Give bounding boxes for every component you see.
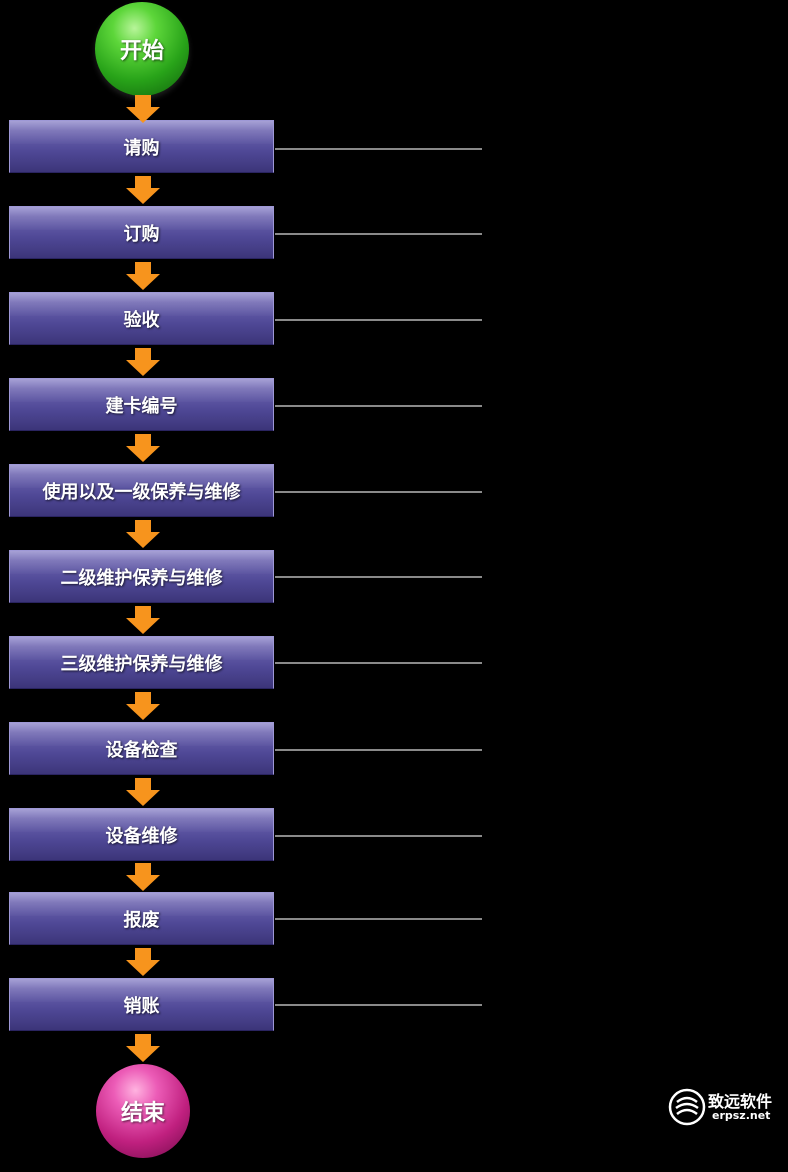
- connector-line: [275, 749, 482, 751]
- logo-site: erpsz.net: [712, 1109, 771, 1122]
- step-label: 销账: [123, 995, 160, 1017]
- connector-line: [275, 576, 482, 578]
- step-equipment-inspection: 设备检查: [9, 722, 274, 775]
- brand-logo: 致远软件 erpsz.net: [668, 1088, 780, 1126]
- connector-line: [275, 405, 482, 407]
- step-acceptance: 验收: [9, 292, 274, 345]
- end-node: 结束: [96, 1064, 190, 1158]
- down-arrow-icon: [126, 262, 160, 290]
- connector-line: [275, 233, 482, 235]
- step-label: 三级维护保养与维修: [60, 653, 223, 675]
- down-arrow-icon: [126, 520, 160, 548]
- end-label: 结束: [120, 1101, 165, 1126]
- logo-name: 致远软件: [708, 1092, 773, 1111]
- down-arrow-icon: [126, 348, 160, 376]
- connector-line: [275, 491, 482, 493]
- down-arrow-icon: [126, 176, 160, 204]
- swirl-logo-icon: [668, 1088, 706, 1126]
- step-card-numbering: 建卡编号: [9, 378, 274, 431]
- step-equipment-repair: 设备维修: [9, 808, 274, 861]
- step-third-level-maintenance: 三级维护保养与维修: [9, 636, 274, 689]
- connector-line: [275, 148, 482, 150]
- step-label: 建卡编号: [105, 395, 178, 417]
- connector-line: [275, 319, 482, 321]
- down-arrow-icon: [126, 948, 160, 976]
- down-arrow-icon: [126, 863, 160, 891]
- step-write-off: 销账: [9, 978, 274, 1031]
- step-label: 验收: [123, 309, 160, 331]
- down-arrow-icon: [126, 692, 160, 720]
- start-label: 开始: [119, 39, 164, 64]
- step-label: 报废: [123, 909, 160, 931]
- step-label: 订购: [123, 223, 160, 245]
- step-scrap: 报废: [9, 892, 274, 945]
- step-use-first-level-maintenance: 使用以及一级保养与维修: [9, 464, 274, 517]
- down-arrow-icon: [126, 1034, 160, 1062]
- down-arrow-icon: [126, 778, 160, 806]
- step-label: 二级维护保养与维修: [60, 567, 223, 589]
- down-arrow-icon: [126, 606, 160, 634]
- connector-line: [275, 662, 482, 664]
- start-node: 开始: [95, 2, 189, 96]
- step-second-level-maintenance: 二级维护保养与维修: [9, 550, 274, 603]
- step-requisition: 请购: [9, 120, 274, 173]
- connector-line: [275, 918, 482, 920]
- step-order: 订购: [9, 206, 274, 259]
- step-label: 设备检查: [105, 739, 178, 761]
- connector-line: [275, 835, 482, 837]
- step-label: 请购: [123, 137, 160, 159]
- down-arrow-icon: [126, 95, 160, 123]
- step-label: 设备维修: [105, 825, 178, 847]
- step-label: 使用以及一级保养与维修: [42, 481, 241, 503]
- down-arrow-icon: [126, 434, 160, 462]
- connector-line: [275, 1004, 482, 1006]
